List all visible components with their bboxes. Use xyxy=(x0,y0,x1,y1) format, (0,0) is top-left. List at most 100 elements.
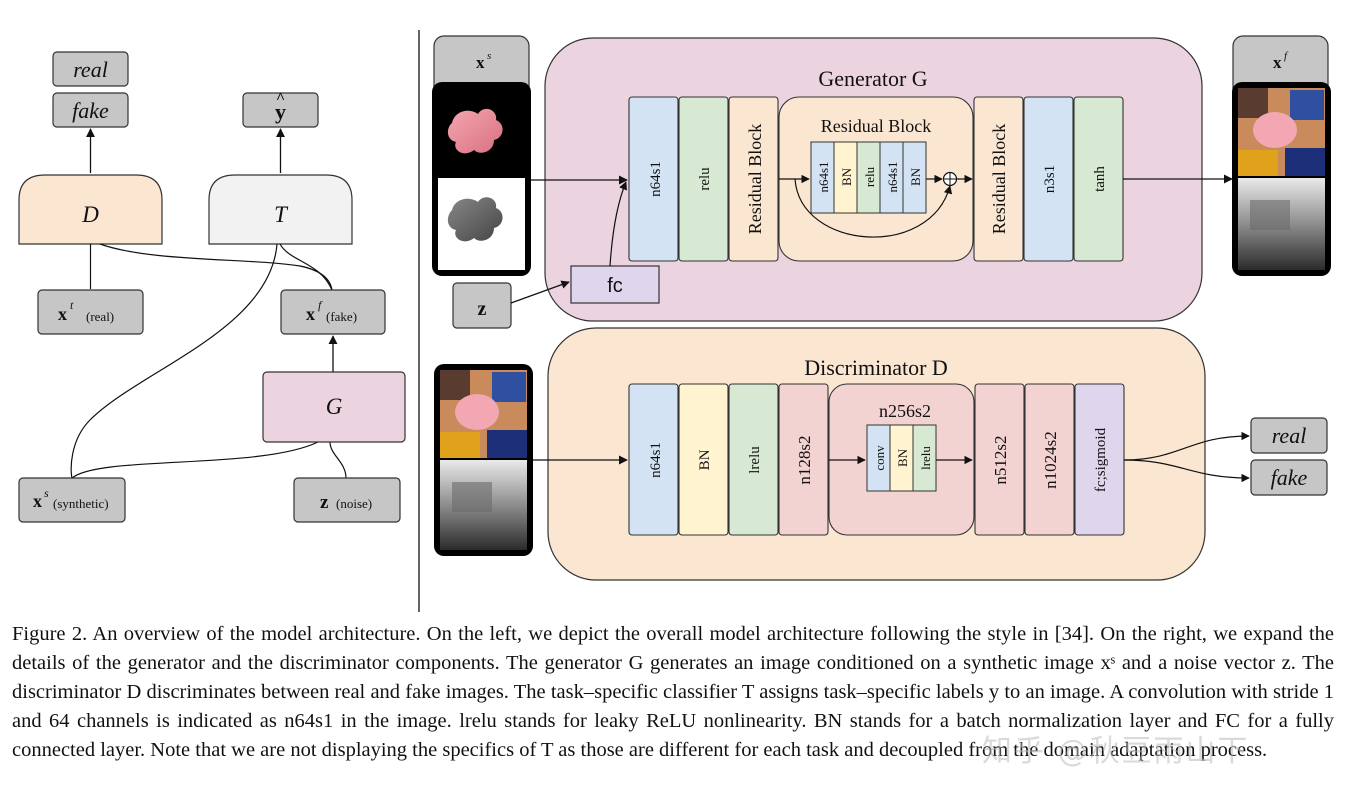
disc-inner-block: n256s2 conv BN lrelu xyxy=(828,383,975,536)
svg-text:lrelu: lrelu xyxy=(918,446,933,470)
discriminator-title: Discriminator D xyxy=(804,355,948,380)
generator-z: z xyxy=(452,282,512,329)
disc-output-fake: fake xyxy=(1250,459,1328,496)
gen-output-main: x xyxy=(1273,53,1282,72)
line-xs-to-g xyxy=(71,441,319,479)
generator-title: Generator G xyxy=(818,66,927,91)
svg-text:fc;sigmoid: fc;sigmoid xyxy=(1093,427,1109,492)
left-overview: real fake y ^ D T xyxy=(18,51,406,523)
left-output-real-label: real xyxy=(73,57,108,82)
synthetic-rgb-object xyxy=(447,108,503,154)
xf-sub: (fake) xyxy=(326,309,357,324)
svg-text:n64s1: n64s1 xyxy=(648,442,664,478)
svg-text:n64s1: n64s1 xyxy=(816,161,831,192)
fc-box: fc xyxy=(570,265,660,304)
disc-inner-layer-0: conv xyxy=(866,424,891,492)
watermark: 知乎 @秋豆雨山下 xyxy=(982,734,1250,769)
residual-layer-0: n64s1 xyxy=(810,141,835,214)
g-block-label: G xyxy=(326,394,343,419)
gen-output-sup: f xyxy=(1284,50,1289,62)
gen-layer-4-label: n3s1 xyxy=(1042,165,1058,193)
gen-layer-5-label: tanh xyxy=(1092,166,1108,192)
xt-main: x xyxy=(58,304,67,324)
svg-text:BN: BN xyxy=(895,448,910,467)
disc-output-fake-label: fake xyxy=(1271,465,1308,490)
fc-label: fc xyxy=(607,275,623,297)
line-t-to-xf xyxy=(279,243,333,291)
arrow-z-to-fc xyxy=(510,280,570,304)
discriminator-section: Discriminator D n64s1 BN lrelu n128s2 n2… xyxy=(434,327,1328,581)
left-output-yhat-label: y xyxy=(275,99,286,124)
disc-layer-1: BN xyxy=(678,383,729,536)
residual-layer-1: BN xyxy=(833,141,858,214)
figure-caption-text: Figure 2. An overview of the model archi… xyxy=(12,623,1334,761)
disc-layer-4: n512s2 xyxy=(974,383,1025,536)
gen-layer-2: Residual Block xyxy=(728,96,779,262)
z-noise-box: z (noise) xyxy=(293,477,401,523)
hat-glyph: ^ xyxy=(276,90,285,107)
svg-text:n128s2: n128s2 xyxy=(795,435,814,484)
line-t-to-xs xyxy=(70,243,278,479)
svg-text:n64s1: n64s1 xyxy=(885,161,900,192)
left-output-fake-label: fake xyxy=(72,98,109,123)
disc-output-real: real xyxy=(1250,417,1328,454)
svg-text:relu: relu xyxy=(862,166,877,187)
gen-input-main: x xyxy=(476,53,485,72)
figure-caption: Figure 2. An overview of the model archi… xyxy=(12,620,1334,765)
disc-layer-2: lrelu xyxy=(728,383,779,536)
residual-layer-3: n64s1 xyxy=(879,141,904,214)
gen-z-label: z xyxy=(478,298,487,320)
left-output-fake: fake xyxy=(52,92,129,128)
left-output-yhat: y ^ xyxy=(242,90,319,128)
xt-real-box: x t (real) xyxy=(37,289,144,335)
disc-inner-title: n256s2 xyxy=(879,401,931,421)
z-sub: (noise) xyxy=(336,496,372,511)
svg-text:lrelu: lrelu xyxy=(747,446,763,474)
generator-output: x f xyxy=(1232,35,1331,276)
synthetic-depth-object xyxy=(447,197,503,242)
gen-layer-3-label: Residual Block xyxy=(989,124,1009,235)
gen-layer-1: relu xyxy=(678,96,729,262)
gen-layer-3: Residual Block xyxy=(973,96,1024,262)
residual-block-expanded: Residual Block n64s1 BN relu n64s1 BN xyxy=(778,96,974,262)
line-d-to-xf xyxy=(99,243,333,291)
xs-sub: (synthetic) xyxy=(53,496,109,511)
gen-input-sup: s xyxy=(487,50,491,62)
disc-inner-layer-1: BN xyxy=(889,424,914,492)
left-output-real: real xyxy=(52,51,129,87)
residual-layer-2: relu xyxy=(856,141,881,214)
gen-layer-5: tanh xyxy=(1073,96,1124,262)
xs-main: x xyxy=(33,491,42,511)
xf-sup: f xyxy=(318,298,323,312)
svg-text:BN: BN xyxy=(697,449,713,470)
generator-input: x s xyxy=(432,35,531,276)
z-main: z xyxy=(320,492,329,513)
disc-output-real-label: real xyxy=(1272,423,1307,448)
generator-section: Generator G x s z fc n64s1 xyxy=(432,35,1331,329)
gen-layer-0: n64s1 xyxy=(628,96,679,262)
discriminator-input xyxy=(434,364,533,556)
xf-main: x xyxy=(306,304,315,324)
residual-layer-4: BN xyxy=(902,141,927,214)
xt-sub: (real) xyxy=(86,309,114,324)
disc-layer-0: n64s1 xyxy=(628,383,679,536)
gen-layer-4: n3s1 xyxy=(1023,96,1074,262)
residual-title: Residual Block xyxy=(821,116,932,136)
arrow-to-real xyxy=(1123,431,1250,461)
line-z-to-g xyxy=(329,441,347,479)
g-block: G xyxy=(262,371,406,443)
xs-synthetic-box: x s (synthetic) xyxy=(18,477,126,523)
d-block-label: D xyxy=(81,202,99,227)
disc-layer-3: n128s2 xyxy=(778,383,829,536)
xf-fake-box: x f (fake) xyxy=(280,289,386,335)
svg-text:conv: conv xyxy=(872,445,887,471)
disc-inner-layer-2: lrelu xyxy=(912,424,937,492)
gen-layer-2-label: Residual Block xyxy=(745,124,765,235)
skip-connection xyxy=(794,178,953,238)
t-block-label: T xyxy=(274,202,289,227)
svg-text:n512s2: n512s2 xyxy=(991,435,1010,484)
arrow-fc-to-layer xyxy=(609,181,627,267)
svg-text:BN: BN xyxy=(839,167,854,186)
arrow-to-fake xyxy=(1123,459,1250,483)
architecture-figure: real fake y ^ D T xyxy=(18,30,1331,612)
